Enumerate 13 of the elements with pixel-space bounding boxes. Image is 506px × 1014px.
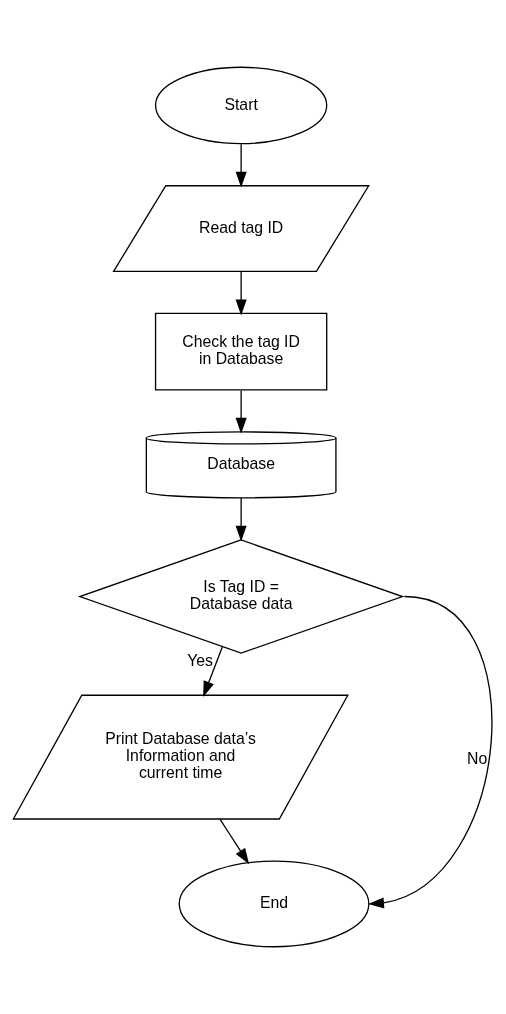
arrow bbox=[235, 389, 247, 434]
arrow bbox=[235, 271, 247, 316]
arrow bbox=[235, 497, 247, 542]
arrow bbox=[235, 143, 247, 188]
edge-label: No bbox=[467, 750, 488, 768]
arrow bbox=[368, 595, 493, 909]
node-box: Check the tag ID in Database bbox=[154, 312, 328, 391]
node-ellipse: Start bbox=[154, 66, 328, 145]
node-ellipse: End bbox=[178, 860, 370, 948]
node-diamond: Is Tag ID = Database data bbox=[77, 539, 405, 654]
arrow bbox=[219, 818, 250, 865]
arrow bbox=[203, 646, 223, 697]
edge-label: Yes bbox=[187, 652, 213, 670]
